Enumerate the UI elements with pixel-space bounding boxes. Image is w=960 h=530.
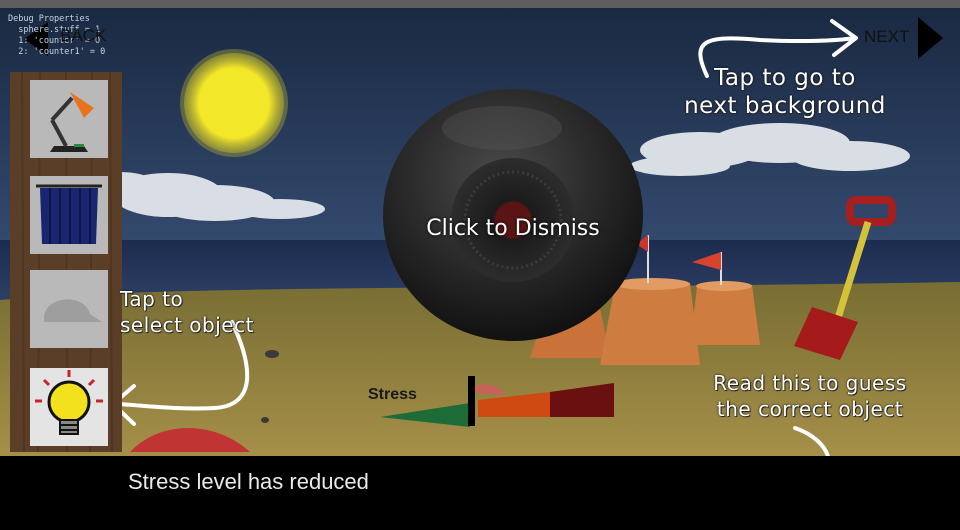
dismiss-label: Click to Dismiss xyxy=(426,216,600,241)
inventory-slot-lightbulb[interactable] xyxy=(30,368,108,446)
lamp-icon xyxy=(50,92,94,152)
inventory-slot-curtain[interactable] xyxy=(30,176,108,254)
debug-line: sphere.stuff = 1 xyxy=(8,25,101,35)
hint-line: Read this to guess xyxy=(713,371,907,395)
cap-icon xyxy=(44,299,102,322)
hint-line: next background xyxy=(684,93,886,119)
object-inventory-panel xyxy=(10,72,122,452)
back-button[interactable]: BACK xyxy=(18,22,128,56)
hint-next-background: Tap to go to next background xyxy=(670,64,900,120)
ball-icon xyxy=(383,89,643,341)
hint-select-object: Tap to select object xyxy=(120,286,310,338)
hint-read-status: Read this to guess the correct object xyxy=(660,370,960,422)
status-message: Stress level has reduced xyxy=(128,469,369,494)
hint-line: the correct object xyxy=(716,397,904,421)
next-button[interactable]: NEXT xyxy=(860,14,950,60)
next-arrow-icon xyxy=(918,17,943,59)
debug-line: 1: 'counter' = 0 xyxy=(8,36,101,46)
back-arrow-icon xyxy=(24,22,48,56)
inventory-slot-cap[interactable] xyxy=(30,270,108,348)
stress-label: Stress xyxy=(368,386,417,403)
shovel-icon xyxy=(794,196,896,360)
curtain-icon xyxy=(36,184,102,244)
inventory-slot-lamp[interactable] xyxy=(30,80,108,158)
dismiss-ball-button[interactable]: Click to Dismiss xyxy=(382,88,644,342)
status-bar: Stress level has reduced xyxy=(0,456,960,530)
debug-line: Debug Properties xyxy=(8,14,90,24)
debug-line: 2: 'counter1' = 0 xyxy=(8,47,106,57)
hint-line: Tap to xyxy=(120,287,184,311)
back-button-label: BACK xyxy=(60,26,107,45)
next-button-label: NEXT xyxy=(864,27,910,46)
lightbulb-icon xyxy=(35,370,103,435)
stress-marker xyxy=(468,376,475,426)
hint-line: select object xyxy=(120,313,254,337)
hint-line: Tap to go to xyxy=(714,65,856,91)
sand-castle xyxy=(530,235,760,365)
debug-properties-overlay: Debug Properties sphere.stuff = 1 1: 'co… xyxy=(8,14,158,58)
